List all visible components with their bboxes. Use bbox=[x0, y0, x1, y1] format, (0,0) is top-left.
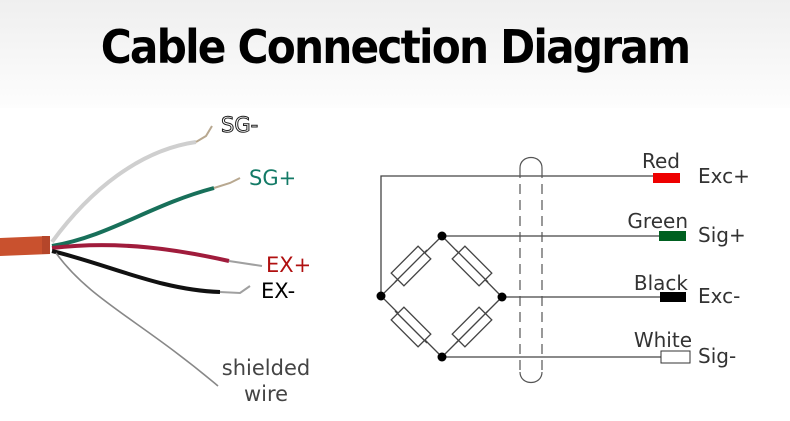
cable-photo bbox=[0, 125, 263, 387]
strain-gauge-resistor bbox=[390, 245, 432, 287]
node-top bbox=[437, 231, 447, 241]
node-left bbox=[376, 291, 386, 301]
wire-sg-minus-strands bbox=[195, 125, 213, 143]
label-ex-minus: EX- bbox=[261, 279, 296, 303]
color-label-black: Black bbox=[633, 271, 688, 295]
swatch-black bbox=[660, 292, 686, 302]
wire-sg-plus bbox=[51, 186, 215, 248]
color-label-red: Red bbox=[642, 149, 680, 173]
cable-jacket bbox=[0, 236, 50, 256]
color-label-white: White bbox=[633, 328, 692, 352]
page-title: Cable Connection Diagram bbox=[100, 20, 691, 74]
cable-shield bbox=[519, 156, 543, 384]
node-bottom bbox=[437, 352, 447, 362]
header-band bbox=[0, 0, 790, 108]
lead-exc-plus bbox=[380, 175, 655, 296]
wire-ex-plus-strands bbox=[228, 260, 263, 267]
label-sg-minus: SG- bbox=[220, 113, 259, 138]
bridge-nodes bbox=[376, 231, 507, 362]
swatch-red bbox=[653, 173, 680, 183]
signal-label-exc-minus: Exc- bbox=[698, 284, 741, 308]
strain-gauges bbox=[390, 245, 493, 348]
label-shielded-wire: shielded wire bbox=[216, 355, 316, 408]
wire-ex-minus-strands bbox=[219, 285, 251, 295]
signal-label-sig-minus: Sig- bbox=[698, 344, 737, 368]
label-sg-plus: SG+ bbox=[249, 166, 297, 190]
swatch-green bbox=[659, 231, 686, 241]
strain-gauge-resistor bbox=[451, 306, 493, 348]
wire-sg-minus bbox=[50, 140, 197, 244]
wire-shield bbox=[55, 252, 219, 387]
signal-label-exc-plus: Exc+ bbox=[698, 164, 750, 188]
label-shielded-line1: shielded bbox=[221, 356, 311, 380]
label-ex-plus: EX+ bbox=[266, 253, 312, 277]
swatch-white bbox=[660, 350, 691, 364]
strain-gauge-resistor bbox=[390, 306, 432, 348]
label-shielded-line2: wire bbox=[243, 382, 289, 407]
wire-ex-minus bbox=[51, 249, 221, 294]
cable-jacket-end bbox=[42, 236, 50, 254]
wire-ex-plus bbox=[51, 243, 230, 263]
shield-bottom-cap bbox=[519, 371, 543, 384]
shield-top-cap bbox=[519, 156, 543, 169]
signal-label-sig-plus: Sig+ bbox=[698, 223, 746, 247]
color-label-green: Green bbox=[627, 209, 688, 233]
node-right bbox=[497, 292, 507, 302]
strain-gauge-resistor bbox=[451, 245, 493, 287]
wire-sg-plus-strands bbox=[213, 177, 241, 189]
